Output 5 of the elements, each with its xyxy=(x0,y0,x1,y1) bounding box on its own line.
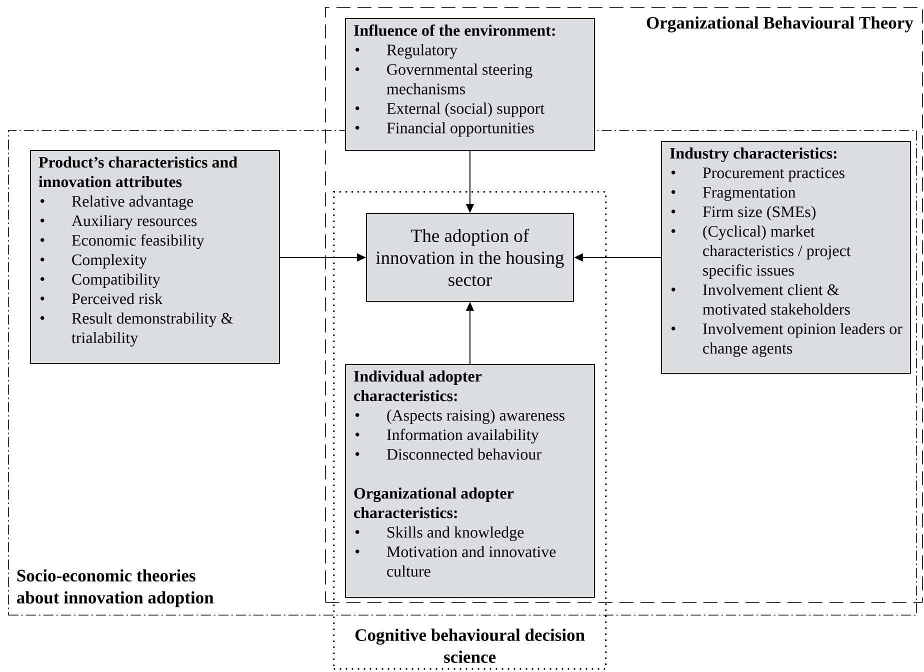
factor-box: Influence of the environment: Regulatory Governmental steering mechanisms External (social) support Financial opportunities xyxy=(345,18,595,151)
outcome-box: The adoption of innovation in the housing sector xyxy=(366,213,574,302)
factor-box: Industry characteristics: Procurement practices Fragmentation Firm size (SMEs) (Cyclical) market characteristics / project specific issues Involvement client & motivated stakeholders Involvement opinion leaders or change agents xyxy=(661,141,911,374)
factor-box: Product’s characteristics and innovation attributes Relative advantage Auxiliary resources Economic feasibility Complexity Compatibility Perceived risk Result demonstrability & trialability xyxy=(30,150,280,364)
factor-box: Individual adopter characteristics: (Aspects raising) awareness Information availability Disconnected behaviour Organizational adopter characteristics: Skills and knowledge Motivation and innovative culture xyxy=(345,364,595,598)
